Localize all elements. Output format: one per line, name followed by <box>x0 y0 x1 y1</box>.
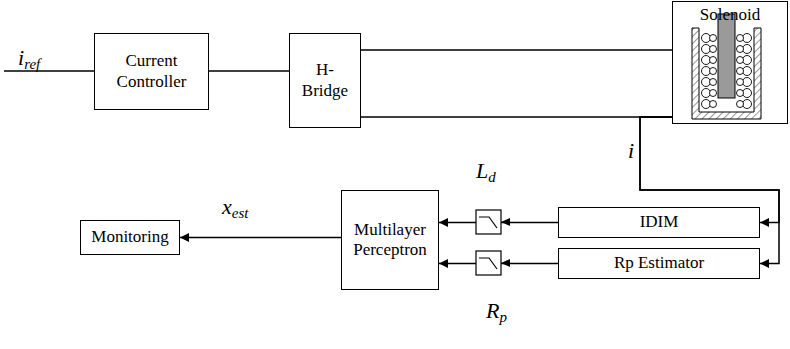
box-label: Rp Estimator <box>614 253 704 273</box>
process-box: IDIM <box>558 207 760 238</box>
box-label: Monitoring <box>91 227 168 247</box>
connector <box>361 49 672 51</box>
signal-label: Rp <box>486 300 507 325</box>
signal-label: i <box>628 140 634 162</box>
signal-label: Ld <box>476 160 496 185</box>
process-box: Multilayer Perceptron <box>341 190 439 290</box>
box-label: Current Controller <box>99 51 204 92</box>
signal-label: xest <box>222 196 248 221</box>
lowpass-filter <box>476 210 510 234</box>
connector <box>209 70 289 72</box>
box-label: H- Bridge <box>294 60 356 101</box>
box-label: IDIM <box>640 212 679 232</box>
connector <box>361 116 672 118</box>
process-box: H- Bridge <box>289 33 361 128</box>
box-label: Multilayer Perceptron <box>346 220 434 261</box>
connector <box>640 117 779 264</box>
input-wire <box>4 70 95 72</box>
signal-label: iref <box>18 47 40 72</box>
box-label: Solenoid <box>700 5 760 25</box>
lowpass-filter <box>476 251 510 275</box>
connector <box>180 237 341 239</box>
process-box: Current Controller <box>94 33 209 110</box>
process-box: Monitoring <box>80 220 180 255</box>
process-box: Rp Estimator <box>558 248 760 279</box>
solenoid-box: Solenoid <box>672 1 788 124</box>
solenoid-symbol <box>692 14 761 119</box>
